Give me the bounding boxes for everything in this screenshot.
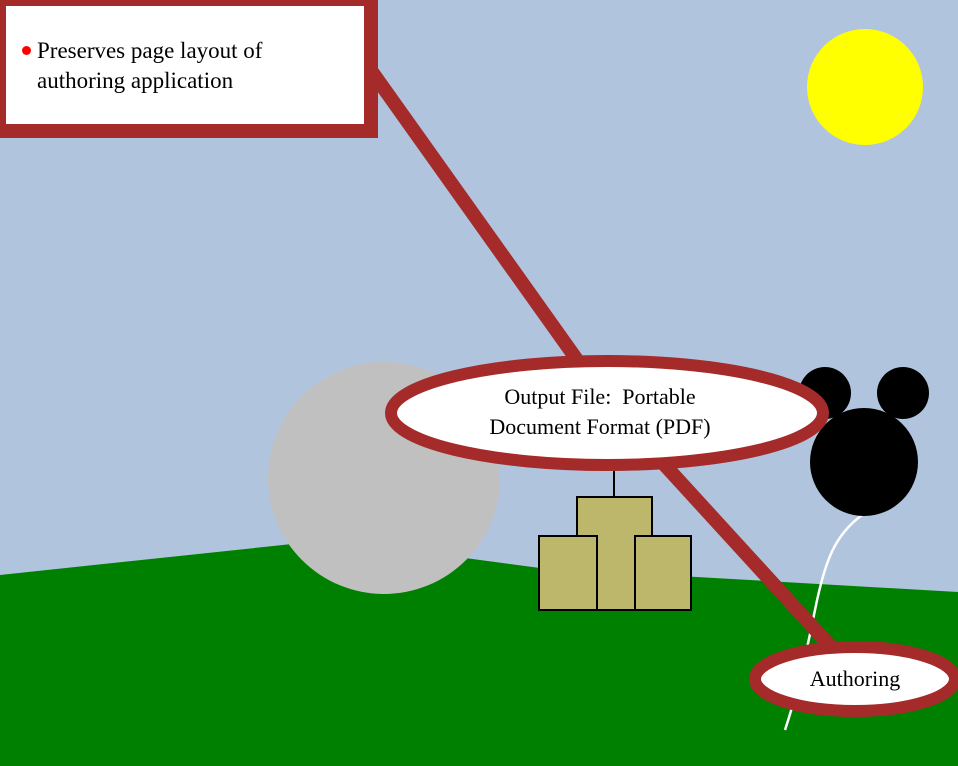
callout-text: Preserves page layout of authoring appli… (37, 36, 347, 96)
sun-icon (807, 29, 923, 145)
output-node-label: Output File: Portable Document Format (P… (430, 382, 770, 442)
bullet-dot-icon (22, 46, 31, 55)
output-node-label-line: Output File: Portable (430, 382, 770, 412)
callout-bullet: Preserves page layout of authoring appli… (22, 36, 347, 96)
output-node-label-line: Document Format (PDF) (430, 412, 770, 442)
authoring-node-label: Authoring (770, 664, 940, 694)
